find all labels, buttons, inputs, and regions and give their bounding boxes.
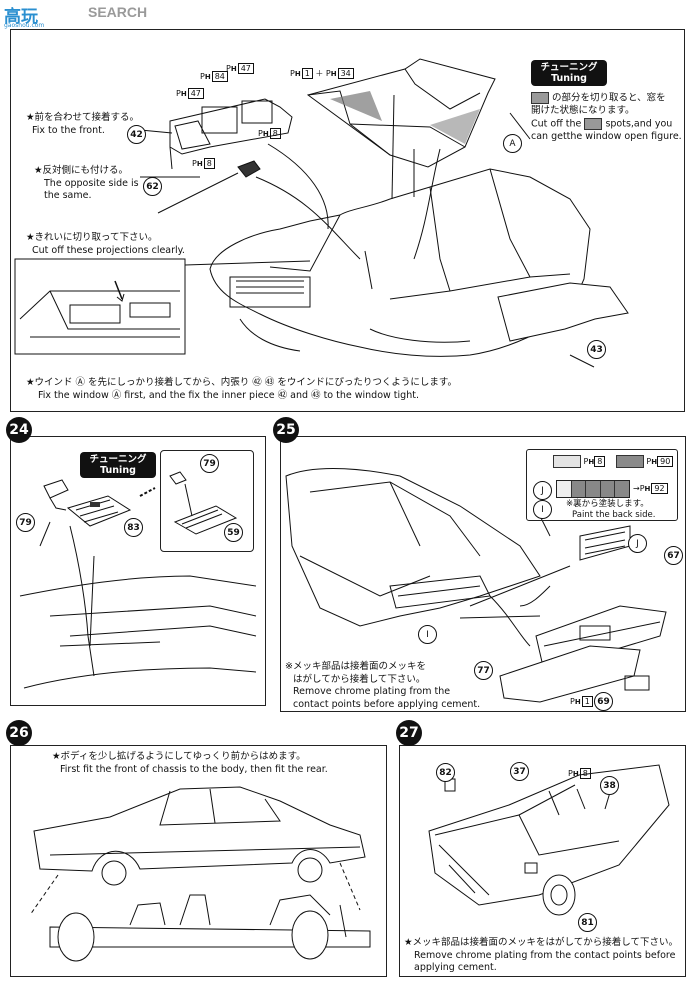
step26-illustration [10, 745, 387, 977]
cut-jp: ★きれいに切り取って下さい。 [26, 232, 158, 243]
step-24-badge: 24 [6, 417, 32, 443]
tuning-jp: チューニング [540, 62, 598, 73]
step27-en-1: Remove chrome plating from the contact p… [414, 949, 676, 961]
step-25-badge: 25 [273, 417, 299, 443]
front-jp: ★前を合わせて接着する。 [26, 112, 140, 123]
chrome-en-1: Remove chrome plating from the [293, 686, 451, 697]
step27-en-2: applying cement. [414, 962, 497, 973]
ph-8: 8 [594, 456, 606, 467]
opposite-jp: ★反対側にも付ける。 [34, 165, 129, 176]
part-77: 77 [474, 661, 493, 680]
step24-alt-box [160, 450, 254, 552]
part-79-a: 79 [16, 513, 35, 532]
back-en: Paint the back side. [572, 510, 656, 520]
step23-illustration [10, 29, 685, 412]
part-42: 42 [127, 125, 146, 144]
tuning-jp: チューニング [89, 454, 147, 465]
window-en: Fix the window Ⓐ first, and the fix the … [38, 389, 419, 401]
chrome-jp-1: ※メッキ部品は接着面のメッキを [285, 661, 426, 672]
part-67: 67 [664, 546, 683, 565]
step27-illustration [399, 745, 686, 977]
part-43: 43 [587, 340, 606, 359]
front-en: Fix to the front. [32, 124, 105, 136]
watermark-site: SEARCH [60, 4, 147, 20]
ph-90: 90 [657, 456, 674, 467]
step26-jp: ★ボディを少し拡げるようにしてゆっくり前からはめます。 [52, 751, 306, 762]
step25-J-strip [556, 480, 630, 498]
chrome-jp-2: はがしてから接着して下さい。 [293, 673, 426, 685]
part-I-legend: I [533, 500, 552, 519]
step26-en: First fit the front of chassis to the bo… [60, 763, 328, 775]
step23-tuning-badge: チューニング Tuning [531, 60, 607, 86]
part-62: 62 [143, 177, 162, 196]
window-jp: ★ウインド Ⓐ を先にしっかり接着してから、内張り ㊷ ㊸ をウインドにぴったり… [26, 377, 457, 388]
part-I: I [418, 625, 437, 644]
opposite-en-1: The opposite side is [44, 177, 139, 189]
part-81: 81 [578, 913, 597, 932]
watermark-search: SEARCH [88, 4, 148, 20]
step24-illustration [10, 436, 266, 706]
paint-swatch-icon [531, 92, 549, 104]
back-jp: ※裏から塗装します。 [566, 499, 649, 509]
step23-opposite-note: ★反対側にも付ける。 The opposite side is the same… [34, 165, 139, 203]
watermark-logo-sub: gaoshou.com [4, 22, 45, 29]
tuning-jp-line1: の部分を切り取ると、窓を [552, 92, 666, 104]
part-69: 69 [594, 692, 613, 711]
part-83: 83 [124, 518, 143, 537]
paint-light-swatch-icon [553, 455, 581, 468]
step25-frame [280, 436, 686, 712]
part-J-legend: J [533, 481, 552, 500]
step24-frame [10, 436, 266, 706]
step23-tuning-text: の部分を切り取ると、窓を 開けた状態になります。 Cut off the spo… [531, 92, 682, 143]
step24-tuning-badge: チューニング Tuning [80, 452, 156, 478]
cut-en: Cut off these projections clearly. [32, 244, 185, 256]
step27-note: ★メッキ部品は接着面のメッキをはがしてから接着して下さい。 Remove chr… [404, 937, 678, 975]
part-A: A [503, 134, 522, 153]
step23-window-note: ★ウインド Ⓐ を先にしっかり接着してから、内張り ㊷ ㊸ をウインドにぴったり… [26, 377, 457, 402]
step-26-badge: 26 [6, 720, 32, 746]
step26-note: ★ボディを少し拡げるようにしてゆっくり前からはめます。 First fit th… [52, 751, 328, 776]
tuning-en-line1: Cut off the [531, 118, 582, 129]
step23-frame [10, 29, 685, 412]
step23-front-note: ★前を合わせて接着する。 Fix to the front. [26, 112, 139, 137]
step27-frame [399, 745, 686, 977]
paint-swatch-icon [584, 117, 603, 130]
paint-dark-swatch-icon [615, 455, 644, 468]
step25-legend-box [526, 449, 678, 521]
part-79-b: 79 [200, 454, 219, 473]
part-37: 37 [510, 762, 529, 781]
part-J: J [628, 534, 647, 553]
opposite-en-2: the same. [44, 190, 92, 201]
step25-chrome-note: ※メッキ部品は接着面のメッキを はがしてから接着して下さい。 Remove ch… [285, 661, 480, 711]
step26-frame [10, 745, 387, 977]
step25-illustration [280, 436, 686, 712]
tuning-en-line2: spots,and you [605, 118, 673, 129]
tuning-jp-line2: 開けた状態になります。 [531, 105, 635, 116]
watermark-logo-cn: 高玩 [4, 7, 38, 27]
step-27-badge: 27 [396, 720, 422, 746]
part-38: 38 [600, 776, 619, 795]
tuning-en-line3: can getthe window open figure. [531, 130, 682, 142]
part-82: 82 [436, 763, 455, 782]
chrome-en-2: contact points before applying cement. [293, 698, 481, 710]
step23-cut-note: ★きれいに切り取って下さい。 Cut off these projections… [26, 232, 185, 257]
step27-jp: ★メッキ部品は接着面のメッキをはがしてから接着して下さい。 [404, 937, 678, 948]
tuning-en: Tuning [100, 465, 136, 476]
step25-back-note: ※裏から塗装します。 Paint the back side. [566, 499, 655, 521]
watermark-logo: 高玩 gaoshou.com [4, 2, 62, 32]
part-59: 59 [224, 523, 243, 542]
tuning-en: Tuning [551, 73, 587, 84]
